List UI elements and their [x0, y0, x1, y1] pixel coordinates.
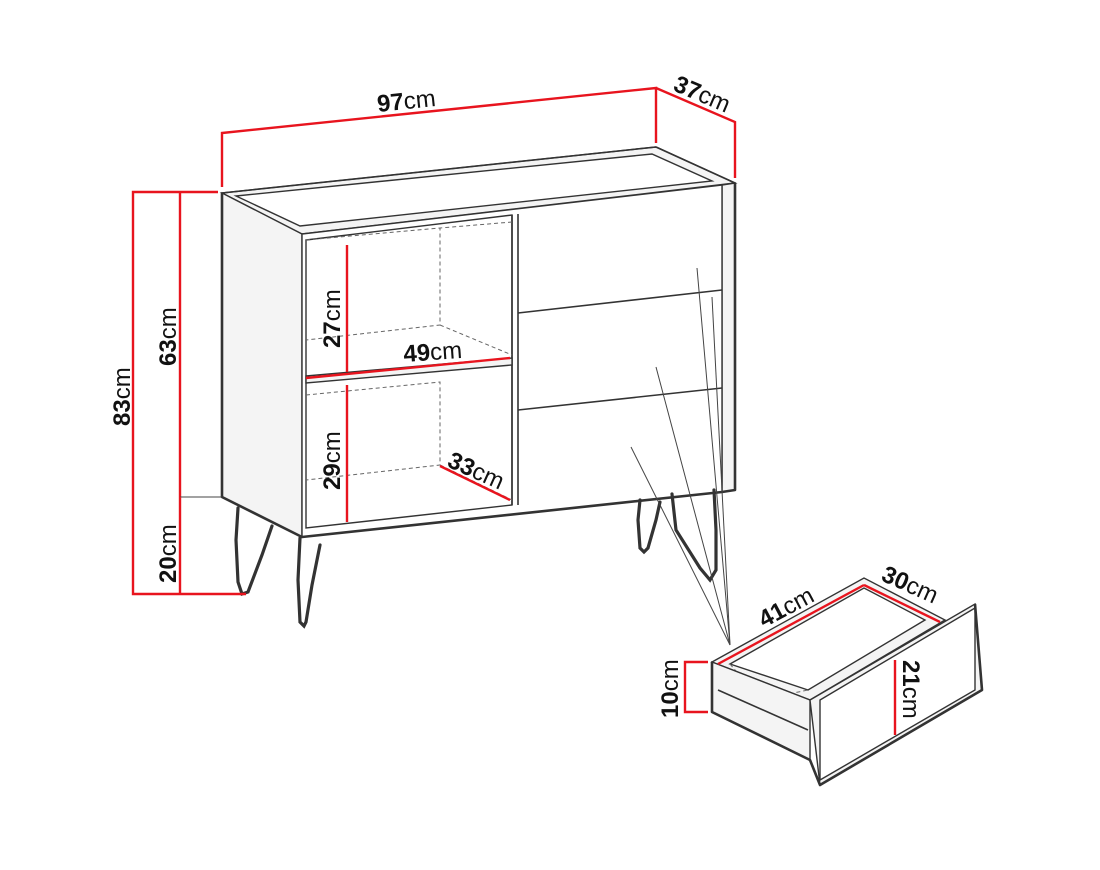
upper-interior-dashes — [305, 227, 441, 341]
drawer-box-inner — [728, 587, 927, 691]
drawer-callout-lines — [630, 267, 731, 646]
callout-line-4 — [630, 446, 731, 646]
upper-shelf-dash — [439, 324, 513, 356]
cabinet-top-back-edge — [221, 146, 657, 194]
shelf-depth-line — [439, 464, 511, 502]
total-height-dimension-line — [131, 190, 246, 596]
leg-right-back — [636, 498, 662, 555]
cabinet-top-right-edge — [655, 146, 736, 184]
cabinet — [219, 146, 738, 539]
drawer-front-face — [819, 606, 976, 782]
shelf-width-label: 49cm — [403, 337, 463, 368]
drawer-height-line — [683, 660, 708, 714]
total-height-label: 83cm — [109, 367, 136, 426]
drawer-front-height-label: 21cm — [897, 660, 924, 719]
depth-label: 37cm — [670, 71, 735, 119]
drawer-divider-1 — [517, 289, 723, 314]
upper-shelf-label: 27cm — [319, 289, 346, 348]
drawer-width-line — [717, 583, 865, 666]
lower-interior-dashes — [305, 381, 441, 481]
shelf-width-line — [305, 356, 511, 380]
cabinet-top-inner — [233, 153, 715, 227]
drawer-depth-line — [863, 583, 941, 624]
callout-line-3 — [655, 366, 731, 646]
lower-shelf-label: 29cm — [319, 431, 346, 490]
drawer-runner-line — [717, 689, 809, 731]
depth-dimension-line — [655, 86, 737, 178]
leg-height-label: 20cm — [155, 524, 182, 583]
drawer-height-label: 10cm — [657, 659, 684, 718]
callout-line-2 — [711, 296, 731, 646]
width-dimension-line — [220, 86, 658, 187]
cabinet-left-side — [221, 191, 303, 539]
leg-left-front — [296, 536, 322, 629]
callout-line-1 — [696, 267, 731, 646]
leg-right-front — [670, 488, 718, 583]
cabinet-outline — [220, 183, 737, 539]
cabinet-right-side — [721, 182, 736, 493]
leg-left-back — [234, 506, 274, 597]
drawer-divider-2 — [517, 387, 723, 411]
dimension-lines — [131, 86, 941, 735]
width-label: 97cm — [376, 85, 437, 118]
body-height-label: 63cm — [155, 307, 182, 366]
upper-back-dash — [439, 221, 513, 229]
drawer-outline — [710, 603, 984, 787]
drawer — [710, 577, 984, 787]
